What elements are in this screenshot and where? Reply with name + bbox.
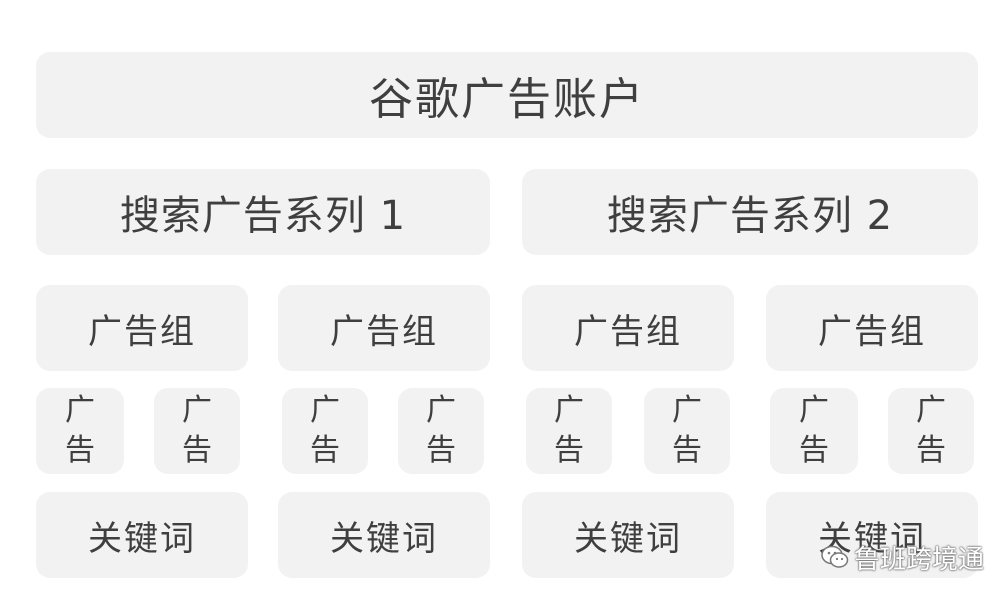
account-box: 谷歌广告账户 [36, 52, 978, 138]
ad-box-2: 广告 [154, 388, 240, 474]
keyword-box-3: 关键词 [522, 492, 734, 578]
ad-label: 广告 [182, 393, 212, 468]
ad-box-4: 广告 [398, 388, 484, 474]
ad-box-8: 广告 [888, 388, 974, 474]
campaign-box-1: 搜索广告系列 1 [36, 169, 490, 255]
keyword-box-1: 关键词 [36, 492, 248, 578]
ad-group-box-4: 广告组 [766, 285, 978, 371]
keyword-label: 关键词 [88, 518, 196, 559]
ad-box-7: 广告 [770, 388, 858, 474]
campaign-label: 搜索广告系列 2 [606, 193, 894, 239]
ad-label: 广告 [65, 393, 95, 468]
ad-box-3: 广告 [282, 388, 368, 474]
ad-box-5: 广告 [526, 388, 612, 474]
keyword-box-4: 关键词 [766, 492, 978, 578]
wechat-icon [821, 545, 849, 568]
ad-label: 广告 [916, 393, 946, 468]
watermark-text: 鲁班跨境通 [854, 544, 985, 575]
ad-group-label: 广告组 [818, 311, 926, 352]
keyword-label: 关键词 [574, 518, 682, 559]
ad-label: 广告 [799, 393, 829, 468]
ad-label: 广告 [426, 393, 456, 468]
ad-group-label: 广告组 [574, 311, 682, 352]
campaign-label: 搜索广告系列 1 [119, 193, 407, 239]
account-label: 谷歌广告账户 [369, 74, 645, 125]
campaign-box-2: 搜索广告系列 2 [522, 169, 978, 255]
ad-group-box-3: 广告组 [522, 285, 734, 371]
watermark: 鲁班跨境通 [820, 535, 984, 579]
ad-group-box-2: 广告组 [278, 285, 490, 371]
ad-label: 广告 [672, 393, 702, 468]
ad-group-label: 广告组 [88, 311, 196, 352]
keyword-box-2: 关键词 [278, 492, 490, 578]
ad-group-box-1: 广告组 [36, 285, 248, 371]
ad-box-6: 广告 [644, 388, 730, 474]
ad-label: 广告 [310, 393, 340, 468]
ad-label: 广告 [554, 393, 584, 468]
ad-box-1: 广告 [36, 388, 124, 474]
ad-group-label: 广告组 [330, 311, 438, 352]
keyword-label: 关键词 [330, 518, 438, 559]
